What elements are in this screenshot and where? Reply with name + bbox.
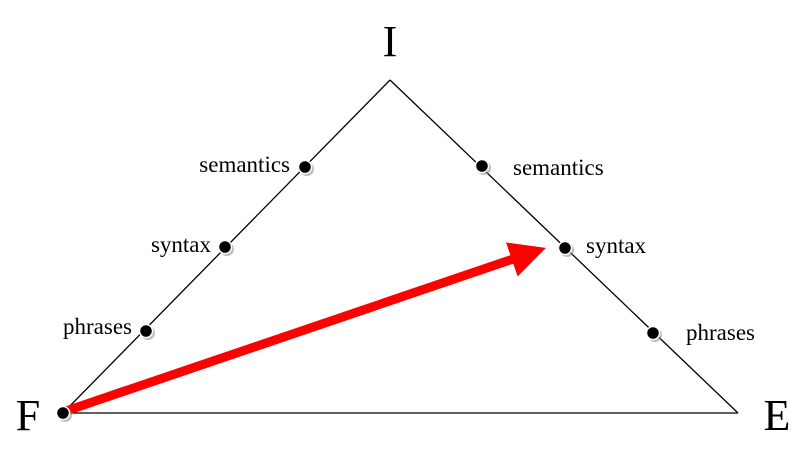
left-level-label-syntax: syntax	[151, 232, 212, 257]
corner-label-left: F	[16, 391, 40, 440]
left-level-dot-semantics	[297, 159, 314, 176]
left-level-label-semantics: semantics	[199, 152, 290, 177]
right-level-dot-semantics	[474, 158, 491, 175]
corner-dot-left	[55, 405, 72, 422]
transfer-arrow	[64, 242, 546, 416]
left-level-dot-phrases	[138, 323, 155, 340]
right-level-label-phrases: phrases	[686, 320, 755, 345]
right-level-label-semantics: semantics	[513, 155, 604, 180]
left-level-dot-syntax	[217, 239, 234, 256]
right-level-label-syntax: syntax	[586, 233, 647, 258]
right-level-dot-syntax	[557, 240, 574, 257]
corner-label-top: I	[383, 17, 398, 66]
corner-label-right: E	[764, 391, 791, 440]
left-level-label-phrases: phrases	[63, 314, 132, 339]
right-level-dot-phrases	[645, 325, 662, 342]
